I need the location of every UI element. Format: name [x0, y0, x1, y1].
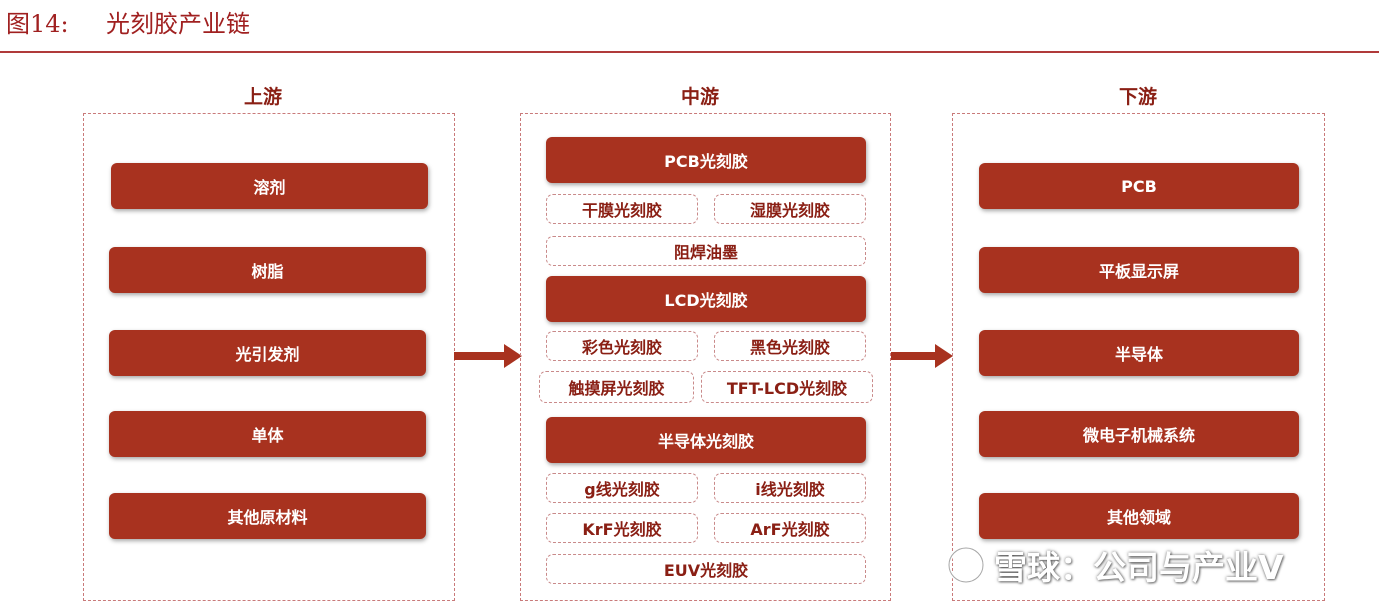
figure-number: 图14:: [6, 10, 69, 38]
upstream-item-monomer: 单体: [109, 411, 426, 457]
midstream-solder-mask-ink: 阻焊油墨: [546, 236, 866, 266]
watermark-text: 雪球：公司与产业V: [994, 548, 1284, 587]
downstream-panel: [952, 113, 1325, 601]
figure-title: 图14: 光刻胶产业链: [6, 6, 250, 42]
midstream-i-line-photoresist: i线光刻胶: [714, 473, 866, 503]
midstream-lcd-photoresist: LCD光刻胶: [546, 276, 866, 322]
downstream-item-other-fields: 其他领域: [979, 493, 1299, 539]
upstream-heading: 上游: [243, 86, 282, 108]
midstream-color-photoresist: 彩色光刻胶: [546, 331, 698, 361]
midstream-krf-photoresist: KrF光刻胶: [546, 513, 698, 543]
midstream-heading: 中游: [680, 86, 719, 108]
midstream-tft-lcd-photoresist: TFT-LCD光刻胶: [701, 371, 873, 403]
upstream-item-photoinitiator: 光引发剂: [109, 330, 426, 376]
midstream-arf-photoresist: ArF光刻胶: [714, 513, 866, 543]
downstream-heading: 下游: [1118, 86, 1157, 108]
arrow-midstream-to-downstream: [891, 344, 953, 368]
upstream-item-solvent: 溶剂: [111, 163, 428, 209]
midstream-dry-film-photoresist: 干膜光刻胶: [546, 194, 698, 224]
midstream-panel: [520, 113, 891, 601]
midstream-g-line-photoresist: g线光刻胶: [546, 473, 698, 503]
midstream-touchscreen-photoresist: 触摸屏光刻胶: [539, 371, 694, 403]
upstream-item-other-materials: 其他原材料: [109, 493, 426, 539]
midstream-black-photoresist: 黑色光刻胶: [714, 331, 866, 361]
midstream-wet-film-photoresist: 湿膜光刻胶: [714, 194, 866, 224]
watermark: 雪球：公司与产业V: [946, 538, 1284, 592]
downstream-item-flat-panel-display: 平板显示屏: [979, 247, 1299, 293]
arrow-upstream-to-midstream: [454, 344, 522, 368]
downstream-item-mems: 微电子机械系统: [979, 411, 1299, 457]
midstream-euv-photoresist: EUV光刻胶: [546, 554, 866, 584]
downstream-item-pcb: PCB: [979, 163, 1299, 209]
upstream-item-resin: 树脂: [109, 247, 426, 293]
downstream-item-semiconductor: 半导体: [979, 330, 1299, 376]
figure-title-text: 光刻胶产业链: [106, 10, 250, 38]
snowball-logo-icon: [947, 546, 985, 584]
midstream-semiconductor-photoresist: 半导体光刻胶: [546, 417, 866, 463]
title-divider: [0, 51, 1379, 53]
midstream-pcb-photoresist: PCB光刻胶: [546, 137, 866, 183]
